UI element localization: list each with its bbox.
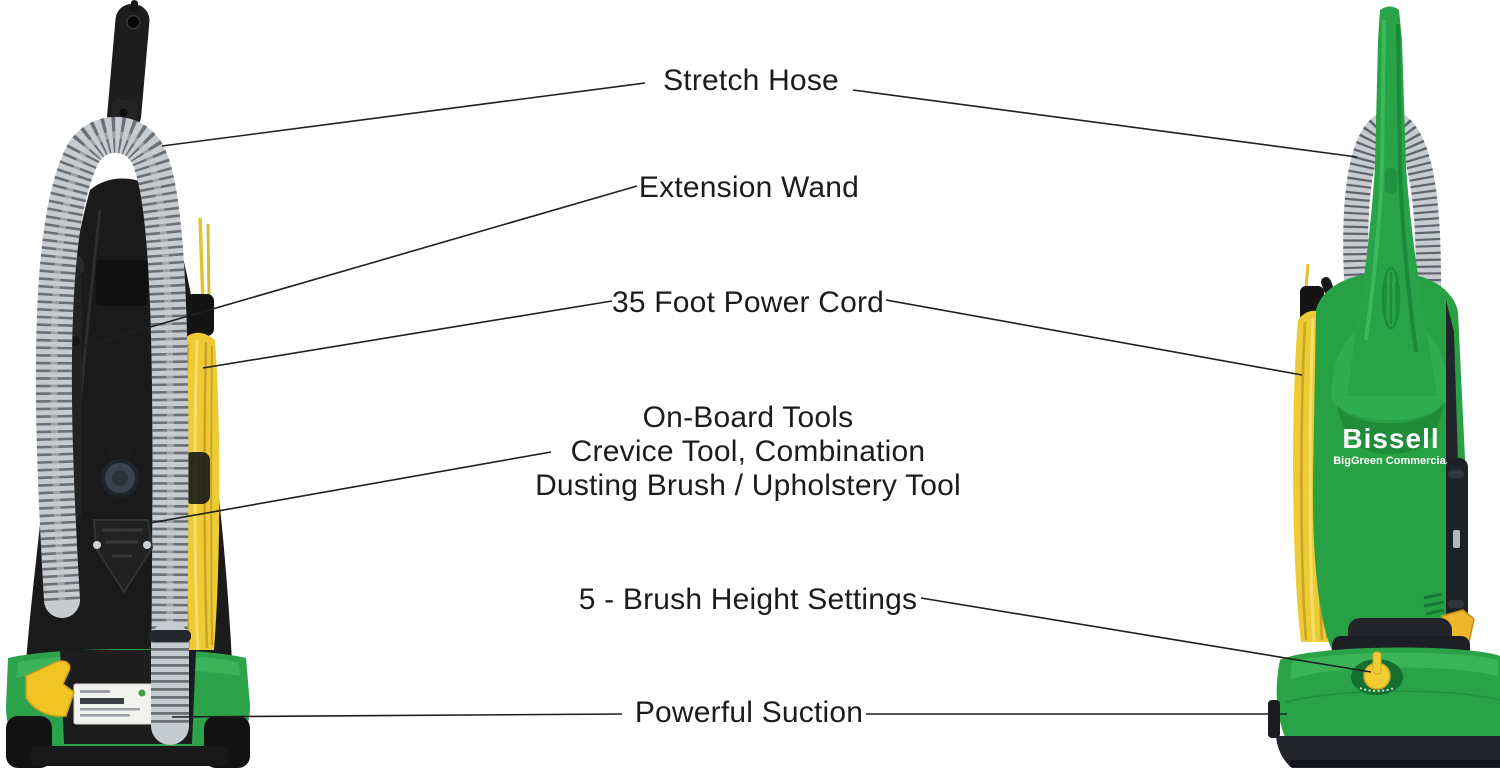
right-vacuum-illustration: Bissell BigGreen Commercial xyxy=(1268,6,1500,768)
label-onboard-tools-line1: On-Board Tools xyxy=(642,401,854,434)
suction-base-front xyxy=(1268,647,1500,768)
callout-line-suction-left xyxy=(171,713,623,718)
left-vacuum-illustration xyxy=(6,0,250,768)
spec-label xyxy=(73,683,153,725)
brand-tagline: BigGreen Commercial xyxy=(1333,455,1449,467)
callout-line-extension-wand xyxy=(77,185,638,349)
label-powerful-suction: Powerful Suction xyxy=(634,696,864,729)
height-lever xyxy=(25,660,75,718)
callout-line-power-cord-right xyxy=(885,299,1303,376)
stretch-hose-rear xyxy=(35,116,189,718)
label-stretch-hose: Stretch Hose xyxy=(663,64,839,97)
callout-line-stretch-hose-right xyxy=(852,89,1358,158)
callout-line-onboard-tools xyxy=(121,451,552,529)
callout-line-stretch-hose-left xyxy=(161,82,646,147)
brush-height-knob xyxy=(1351,651,1403,695)
label-onboard-tools-line3: Dusting Brush / Upholstery Tool xyxy=(535,469,961,502)
onboard-tools-part xyxy=(92,438,154,594)
bissell-logo: Bissell BigGreen Commercial xyxy=(1333,423,1449,467)
callout-line-power-cord-left xyxy=(202,300,613,369)
brand-name: Bissell xyxy=(1342,423,1439,454)
label-onboard-tools-line2: Crevice Tool, Combination xyxy=(570,435,926,468)
label-extension-wand: Extension Wand xyxy=(638,171,860,204)
label-brush-height: 5 - Brush Height Settings xyxy=(578,583,918,616)
cord-hook-strap xyxy=(1446,300,1468,622)
callout-line-brush-height xyxy=(920,597,1372,673)
handle-grip xyxy=(107,0,150,135)
handle-wand-front xyxy=(1347,6,1437,396)
suction-base-rear xyxy=(6,649,250,768)
label-power-cord: 35 Foot Power Cord xyxy=(611,286,885,319)
hood-recess xyxy=(1337,402,1444,454)
callout-lines xyxy=(77,82,1372,718)
suction-hose-column xyxy=(149,621,191,745)
label-onboard-tools: On-Board Tools Crevice Tool, Combination… xyxy=(535,401,961,503)
